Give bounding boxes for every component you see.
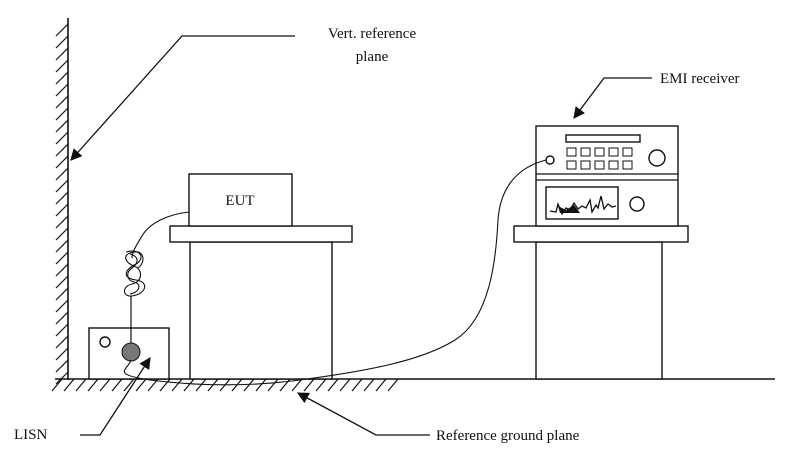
- floor-hatch-line: [279, 378, 291, 392]
- receiver-key: [580, 160, 591, 170]
- floor-hatch-line: [387, 378, 399, 392]
- floor-hatch-line: [363, 378, 375, 392]
- lisn-leader-arrow: [80, 357, 151, 436]
- receiver-key: [566, 147, 577, 157]
- eut-box: EUT: [188, 173, 293, 227]
- coax-cable-to-receiver: [123, 159, 547, 386]
- receiver-key: [608, 160, 619, 170]
- floor-hatch-line: [195, 378, 207, 392]
- lisn-box: [88, 296, 170, 380]
- floor-hatch-line: [75, 378, 87, 392]
- receiver-display-slot: [565, 134, 641, 143]
- floor-hatch-line: [375, 378, 387, 392]
- receiver-knob-top: [648, 149, 666, 167]
- wall-hatch-line: [55, 191, 69, 205]
- receiver-keypad: [566, 147, 633, 170]
- receiver-table: [513, 225, 689, 380]
- wall-hatch-line: [55, 131, 69, 145]
- floor-hatch-line: [327, 378, 339, 392]
- wall-hatch-line: [55, 227, 69, 241]
- wall-hatch-line: [55, 179, 69, 193]
- floor-hatch-line: [63, 378, 75, 392]
- floor-hatch-line: [303, 378, 315, 392]
- wall-hatch-line: [55, 95, 69, 109]
- wall-hatch-line: [55, 311, 69, 325]
- wall-hatch-line: [55, 215, 69, 229]
- receiver-key: [580, 147, 591, 157]
- floor-hatch-line: [51, 378, 63, 392]
- vert-plane-label-line1: Vert. reference: [328, 26, 417, 42]
- vert-plane-label-line2: plane: [356, 49, 389, 65]
- floor-hatch-line: [111, 378, 123, 392]
- wall-hatch-line: [55, 167, 69, 181]
- spectrum-peak-fill: [558, 205, 580, 213]
- emi-receiver-label: EMI receiver: [660, 71, 740, 87]
- receiver-key: [594, 160, 605, 170]
- wall-hatch-line: [55, 155, 69, 169]
- eut-label: EUT: [225, 193, 254, 209]
- floor-hatch-line: [351, 378, 363, 392]
- wall-hatch-line: [55, 287, 69, 301]
- floor-hatch-line: [291, 378, 303, 392]
- emi-receiver-leader-arrow: [573, 77, 652, 119]
- wall-hatch-line: [55, 59, 69, 73]
- wall-hatch-line: [55, 371, 69, 385]
- floor-hatch-line: [99, 378, 111, 392]
- ground-plane-label: Reference ground plane: [436, 428, 580, 444]
- wall-hatch-line: [55, 83, 69, 97]
- floor-hatch-line: [267, 378, 279, 392]
- wall-hatch-line: [55, 203, 69, 217]
- wall-hatch-line: [55, 239, 69, 253]
- floor-hatch-line: [123, 378, 135, 392]
- floor-hatch-line: [315, 378, 327, 392]
- lisn-label: LISN: [14, 427, 48, 443]
- wall-hatch-line: [55, 23, 69, 37]
- wall-hatch-line: [55, 35, 69, 49]
- spectrum-trace: [549, 195, 617, 216]
- floor-hatch-line: [171, 378, 183, 392]
- wall-hatch-line: [55, 251, 69, 265]
- wall-hatch-line: [55, 47, 69, 61]
- eut-power-cable: [123, 211, 190, 297]
- receiver-spectrum-screen: [545, 186, 619, 220]
- receiver-key: [566, 160, 577, 170]
- receiver-key: [622, 147, 633, 157]
- wall-hatch-line: [55, 107, 69, 121]
- wall-hatch-line: [55, 359, 69, 373]
- floor-hatch-line: [159, 378, 171, 392]
- lisn-small-connector: [99, 336, 111, 348]
- receiver-key: [608, 147, 619, 157]
- receiver-key: [594, 147, 605, 157]
- vert-plane-leader-arrow: [70, 35, 295, 161]
- wall-hatch-line: [55, 347, 69, 361]
- eut-table: [169, 225, 353, 380]
- wall-hatch-line: [55, 263, 69, 277]
- wall-hatch-line: [55, 143, 69, 157]
- floor-hatch-line: [255, 378, 267, 392]
- vertical-reference-plane: [55, 18, 69, 385]
- lisn-main-connector: [121, 342, 141, 362]
- wall-hatch-line: [55, 119, 69, 133]
- receiver-knob-bottom: [629, 196, 645, 212]
- wall-hatch-line: [55, 299, 69, 313]
- wall-hatch-line: [55, 71, 69, 85]
- receiver-input-connector: [545, 155, 555, 165]
- emi-receiver-unit: [535, 125, 679, 227]
- floor-hatch-line: [87, 378, 99, 392]
- wall-hatch-line: [55, 335, 69, 349]
- floor-hatch-line: [135, 378, 147, 392]
- floor-hatch-line: [243, 378, 255, 392]
- wall-hatch-line: [55, 275, 69, 289]
- ground-plane-leader-arrow: [296, 392, 430, 436]
- floor-hatch-line: [183, 378, 195, 392]
- wall-hatch-line: [55, 323, 69, 337]
- vertical-plane-hatching: [55, 23, 69, 385]
- floor-hatch-line: [339, 378, 351, 392]
- receiver-key: [622, 160, 633, 170]
